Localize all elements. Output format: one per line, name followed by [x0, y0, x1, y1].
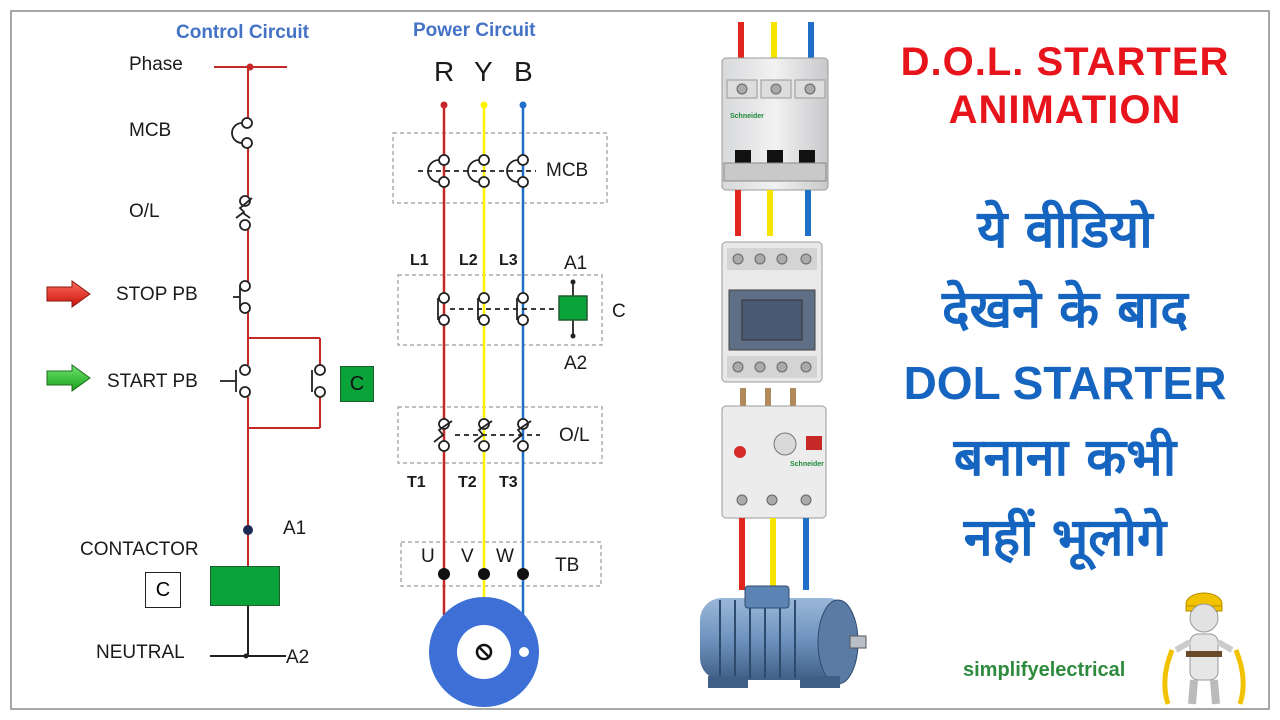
control-ol-symbol [235, 195, 253, 231]
v-label: V [461, 546, 474, 567]
start-pb-symbol [220, 364, 251, 398]
tb-label: TB [555, 555, 580, 576]
phase-y-label: Y [474, 56, 493, 87]
hindi-line-4: बनाना कभी [953, 428, 1177, 488]
device-column: Schneider Schneider [721, 22, 829, 590]
stop-pb-symbol [233, 280, 251, 314]
phase-b-label: B [514, 56, 533, 87]
power-mcb-label: MCB [546, 160, 589, 181]
electrician-mascot-icon [1162, 592, 1246, 705]
brand-label: simplifyelectrical [963, 659, 1126, 681]
control-a1-label: A1 [283, 518, 307, 539]
motor-symbol [429, 597, 539, 707]
power-phase-lines [442, 105, 525, 615]
svg-text:Schneider: Schneider [730, 113, 764, 120]
title-line-2: ANIMATION [948, 88, 1182, 132]
control-circuit-header: Control Circuit [176, 22, 309, 43]
hindi-line-3: DOL STARTER [903, 357, 1227, 409]
power-coil [558, 295, 588, 321]
w-label: W [496, 546, 514, 567]
neutral-label: NEUTRAL [96, 642, 185, 663]
start-pb-label: START PB [107, 371, 198, 392]
t2-label: T2 [458, 474, 477, 491]
stop-pb-label: STOP PB [116, 284, 198, 305]
hindi-line-1: ये वीडियो [977, 200, 1153, 260]
t3-label: T3 [499, 474, 518, 491]
phase-label: Phase [129, 54, 183, 75]
l1-label: L1 [410, 252, 429, 269]
hindi-line-2: देखने के बाद [942, 280, 1188, 340]
ol-label: O/L [129, 201, 160, 222]
hindi-line-5: नहीं भूलोगे [963, 508, 1167, 568]
l3-label: L3 [499, 252, 518, 269]
power-ol-label: O/L [559, 425, 590, 446]
contactor-c-box: C [145, 572, 181, 608]
contactor-coil [210, 566, 280, 606]
page-border [10, 10, 1270, 710]
red-arrow-icon [46, 280, 91, 308]
green-arrow-icon [46, 364, 91, 392]
power-mcb-symbol [418, 154, 536, 188]
aux-contact-symbol [311, 364, 326, 398]
mcb-label: MCB [129, 120, 172, 141]
control-a2-label: A2 [286, 647, 310, 668]
power-ol-symbol [433, 418, 540, 452]
power-dashed-boxes [392, 132, 608, 587]
title-line-1: D.O.L. STARTER [900, 40, 1230, 84]
control-mcb-symbol [231, 117, 253, 149]
phase-r-label: R [434, 56, 455, 87]
l2-label: L2 [459, 252, 478, 269]
motor-icon [700, 585, 867, 688]
power-a1-label: A1 [564, 253, 588, 274]
power-contactor-symbol [437, 282, 574, 336]
control-circuit [214, 63, 321, 566]
contactor-label: CONTACTOR [80, 539, 199, 560]
control-a1-dot [243, 525, 253, 535]
power-circuit-header: Power Circuit [413, 20, 536, 41]
power-a2-label: A2 [564, 353, 588, 374]
aux-contact-c-box: C [340, 366, 374, 402]
power-c-label: C [612, 301, 626, 322]
u-label: U [421, 546, 435, 567]
t1-label: T1 [407, 474, 426, 491]
svg-text:Schneider: Schneider [790, 461, 824, 468]
